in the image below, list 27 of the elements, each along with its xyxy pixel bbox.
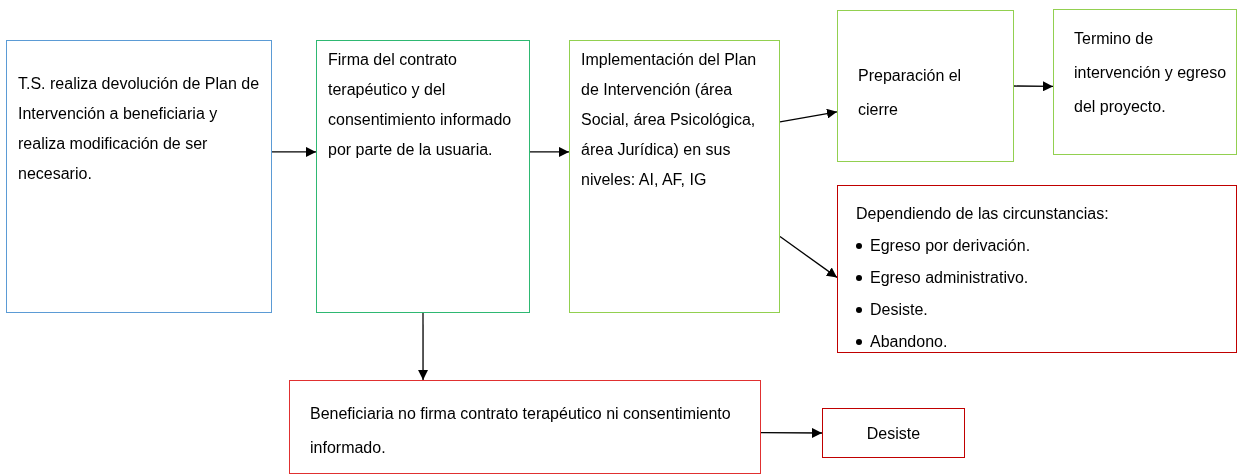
- bullet-item: Egreso por derivación.: [856, 230, 1228, 262]
- bullet-item: Egreso administrativo.: [856, 262, 1228, 294]
- box-text: Firma del contrato terapéutico y del consentimiento informado por parte de la usuaria.: [328, 50, 513, 160]
- box-heading: Dependiendo de las circunstancias:: [856, 204, 1110, 224]
- box-text: T.S. realiza devolución de Plan de Intervención a beneficiaria y realiza modificación de ser necesario.: [18, 74, 261, 184]
- process-box: [6, 40, 272, 313]
- box-text: Beneficiaria no firma contrato terapéutico ni consentimiento informado.: [310, 404, 732, 458]
- process-box: [837, 185, 1237, 353]
- box-text: Desiste: [865, 424, 922, 444]
- process-box: [569, 40, 780, 313]
- bullet-item: Abandono.: [856, 326, 1228, 358]
- arrow: [271, 146, 317, 157]
- process-box: [822, 408, 965, 458]
- arrow: [1013, 81, 1054, 92]
- process-box: [289, 380, 761, 474]
- process-box: [1053, 9, 1237, 155]
- arrow: [779, 235, 838, 279]
- arrow: [418, 312, 429, 381]
- process-box: [316, 40, 530, 313]
- bullet-item: Desiste.: [856, 294, 1228, 326]
- box-text: Termino de intervención y egreso del proyecto.: [1074, 29, 1228, 117]
- box-text: Implementación del Plan de Intervención (área Social, área Psicológica, área Jurídica) en sus niveles: AI, AF, IG: [581, 50, 758, 190]
- arrow: [760, 427, 823, 438]
- box-text: Preparación el cierre: [858, 66, 963, 120]
- process-box: [837, 10, 1014, 162]
- arrow: [779, 108, 838, 123]
- arrow: [529, 146, 570, 157]
